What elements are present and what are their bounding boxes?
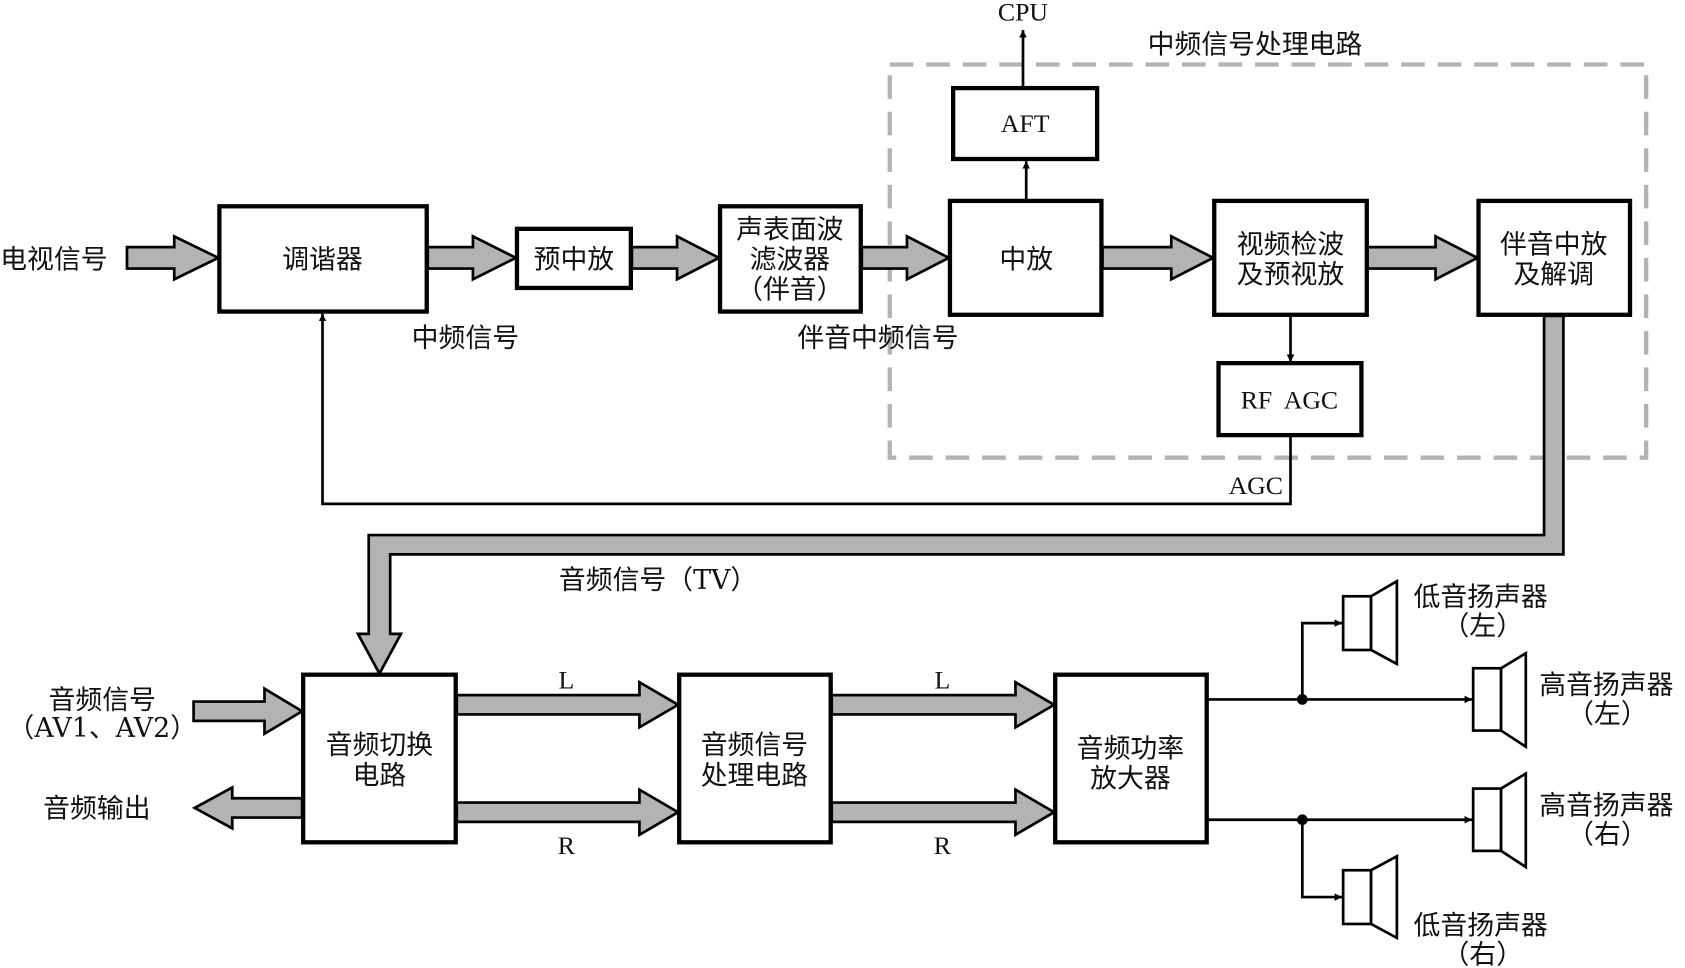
block-audio-processing-line2: 处理电路 (701, 760, 809, 791)
block-if-amp: 中放 (947, 198, 1104, 317)
block-video-detect-line2: 及预视放 (1237, 260, 1345, 291)
block-pre-if-amp: 预中放 (514, 226, 633, 291)
arrow-saw-to-if-amp (860, 234, 952, 282)
arrow-video-detect-to-sound-if (1365, 234, 1481, 282)
fat-arrows-top (125, 234, 1481, 282)
block-power-amp-line2: 放大器 (1090, 764, 1171, 795)
woofer-left-label-line1: 低音扬声器 (1414, 582, 1548, 613)
block-power-amp: 音频功率 放大器 (1053, 672, 1209, 845)
arrow-audio-tv-route (355, 314, 1565, 677)
speaker-wiring (1207, 619, 1473, 901)
audio-out-label: 音频输出 (43, 794, 150, 825)
arrow-switch-to-proc-right (455, 787, 681, 838)
block-saw-filter-line2: 滤波器 (750, 245, 831, 276)
block-saw-filter: 声表面波 滤波器 （伴音） (717, 204, 863, 314)
block-aft-label: AFT (1001, 109, 1050, 138)
woofer-left-label-line2: （左） (1443, 611, 1524, 642)
arrow-proc-to-amp-right (830, 787, 1057, 838)
channel-right-label-1: R (558, 831, 576, 860)
arrow-pre-if-to-saw (630, 234, 722, 282)
sound-if-signal-label: 伴音中频信号 (797, 323, 958, 354)
block-audio-processing: 音频信号 处理电路 (677, 672, 833, 845)
cpu-label: CPU (998, 0, 1049, 26)
block-aft: AFT (951, 85, 1100, 162)
block-saw-filter-line3: （伴音） (736, 275, 843, 306)
block-sound-if-line2: 及解调 (1513, 260, 1594, 291)
block-rf-agc-label: RF AGC (1241, 385, 1338, 414)
block-tuner: 调谐器 (217, 204, 429, 314)
block-audio-switch: 音频切换 电路 (301, 672, 458, 845)
wire-to-woofer-left (1300, 619, 1343, 700)
speaker-tweeter-left-icon (1471, 650, 1528, 750)
speaker-woofer-left-icon (1341, 578, 1399, 667)
channel-left-label-1: L (559, 666, 575, 695)
fat-arrows-bottom (191, 679, 1057, 838)
arrow-switch-to-audio-out (191, 785, 304, 831)
agc-label: AGC (1229, 471, 1283, 500)
tweeter-right-label-line1: 高音扬声器 (1539, 790, 1673, 821)
speaker-woofer-right-icon (1341, 854, 1399, 941)
block-audio-switch-line1: 音频切换 (326, 730, 433, 761)
tv-signal-label: 电视信号 (0, 245, 107, 276)
if-signal-label: 中频信号 (412, 323, 519, 354)
woofer-right-label-line2: （右） (1443, 940, 1524, 968)
agc-feedback-wire (318, 313, 1292, 506)
wire-to-woofer-right (1300, 819, 1343, 901)
arrow-tv-signal-to-tuner (125, 234, 222, 282)
block-pre-if-amp-label: 预中放 (534, 245, 615, 276)
arrow-if-amp-to-video-detect (1101, 234, 1217, 282)
junction-dot-left (1296, 694, 1308, 705)
block-power-amp-line1: 音频功率 (1077, 733, 1184, 764)
block-video-detect: 视频检波 及预视放 (1212, 198, 1369, 317)
arrow-switch-to-proc-left (455, 679, 681, 730)
block-saw-filter-line1: 声表面波 (736, 215, 843, 246)
channel-left-label-2: L (935, 666, 951, 695)
tweeter-left-label-line2: （左） (1567, 699, 1648, 730)
audio-in-label-line1: 音频信号 (49, 685, 156, 716)
if-processing-region-label: 中频信号处理电路 (1148, 30, 1363, 61)
woofer-right-label-line1: 低音扬声器 (1414, 911, 1548, 942)
arrow-proc-to-amp-left (830, 679, 1057, 730)
audio-in-label-line2: （AV1、AV2） (7, 713, 197, 744)
tweeter-right-label-line2: （右） (1567, 819, 1648, 850)
junction-dot-right (1296, 814, 1308, 826)
block-audio-switch-line2: 电路 (353, 760, 407, 791)
block-sound-if-demod: 伴音中放 及解调 (1476, 198, 1633, 317)
block-rf-agc: RF AGC (1216, 360, 1364, 438)
block-video-detect-line1: 视频检波 (1237, 230, 1344, 261)
arrow-audio-in-to-switch (192, 686, 305, 737)
block-if-amp-label: 中放 (999, 245, 1053, 276)
block-sound-if-line1: 伴音中放 (1500, 230, 1608, 261)
speaker-tweeter-right-icon (1471, 771, 1528, 870)
tweeter-left-label-line1: 高音扬声器 (1539, 670, 1673, 701)
block-audio-processing-line1: 音频信号 (701, 730, 808, 761)
arrow-tuner-to-pre-if (426, 234, 519, 282)
channel-right-label-2: R (934, 831, 952, 860)
block-tuner-label: 调谐器 (282, 245, 363, 276)
audio-tv-label: 音频信号（TV） (559, 565, 757, 596)
